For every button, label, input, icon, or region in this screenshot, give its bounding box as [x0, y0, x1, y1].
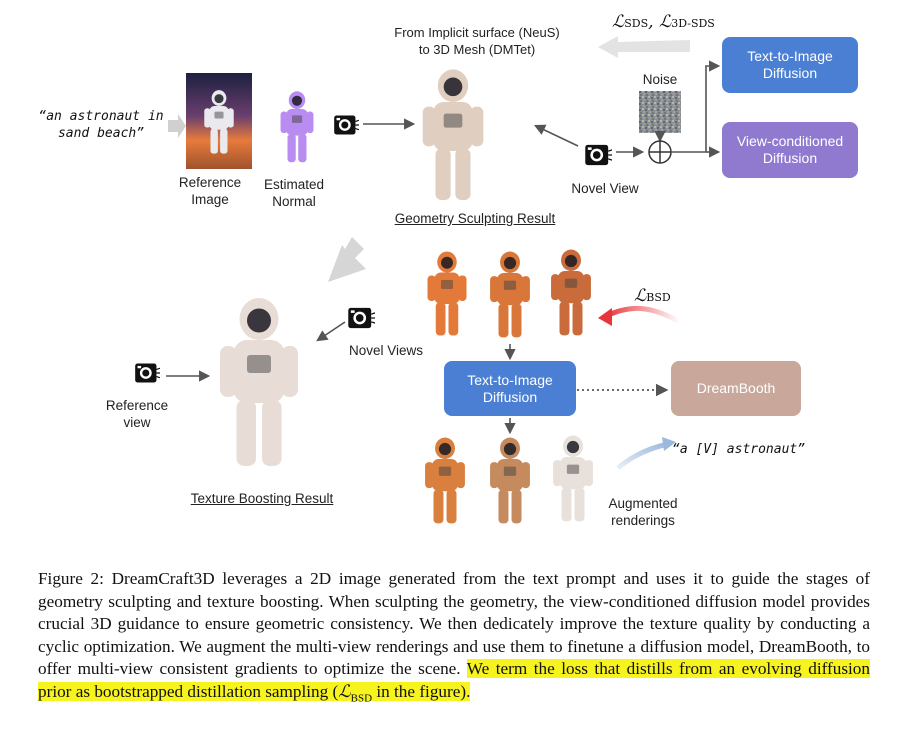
diagram-graphics [134, 36, 721, 524]
augmented-astronaut-2-icon [490, 437, 530, 524]
texture-boosting-result-label: Texture Boosting Result [190, 491, 334, 506]
augmented-astronaut-1-icon [425, 437, 465, 524]
sds-loss-label: ℒSDS, ℒ3D-SDS [612, 12, 715, 32]
novel-views-label: Novel Views [348, 343, 424, 358]
caption-text: Figure 2: DreamCraft3D leverages a 2D im… [38, 569, 870, 679]
noise-image [639, 91, 681, 133]
plus-icon [649, 141, 671, 163]
bsd-loss-label: ℒBSD [634, 286, 671, 306]
stage-transition-arrow [328, 237, 366, 282]
rendering-astronaut-2-icon [490, 251, 530, 338]
rendering-astronaut-3-icon [551, 249, 591, 336]
text-prompt: “an astronaut in sand beach” [38, 109, 164, 141]
reference-camera-icon [333, 114, 359, 136]
rendering-astronaut-1-icon [427, 251, 467, 336]
augmented-to-prompt-arrow [616, 441, 669, 470]
texture-astronaut-icon [220, 298, 298, 466]
novel-views-camera-icon [347, 307, 375, 329]
reference-view-camera-icon [134, 362, 160, 384]
add-to-t2i-arrow [671, 60, 721, 153]
noise-label: Noise [642, 72, 678, 87]
dreambooth-box: DreamBooth [671, 361, 801, 416]
bsd-arrow [604, 305, 682, 325]
estimated-normal-astronaut-icon [280, 91, 314, 163]
implicit-surface-label: From Implicit surface (NeuS)to 3D Mesh (… [394, 25, 560, 57]
augmented-astronaut-3-icon [553, 435, 593, 522]
bsd-arrow-head [598, 308, 612, 326]
v-astronaut-prompt: “a [V] astronaut” [672, 442, 806, 457]
figure-caption: Figure 2: DreamCraft3D leverages a 2D im… [38, 568, 870, 710]
novel-views-arrow [316, 321, 346, 342]
augmented-to-prompt-arrowhead [662, 437, 676, 451]
geometry-sculpting-result-label: Geometry Sculpting Result [394, 211, 556, 226]
novel-view-to-geometry-arrow [533, 124, 579, 147]
geometry-astronaut-icon [422, 69, 484, 200]
novel-view-label: Novel View [571, 181, 639, 196]
prompt-arrow [168, 114, 186, 138]
novel-view-camera-icon [584, 144, 612, 166]
sds-arrow [598, 36, 690, 58]
